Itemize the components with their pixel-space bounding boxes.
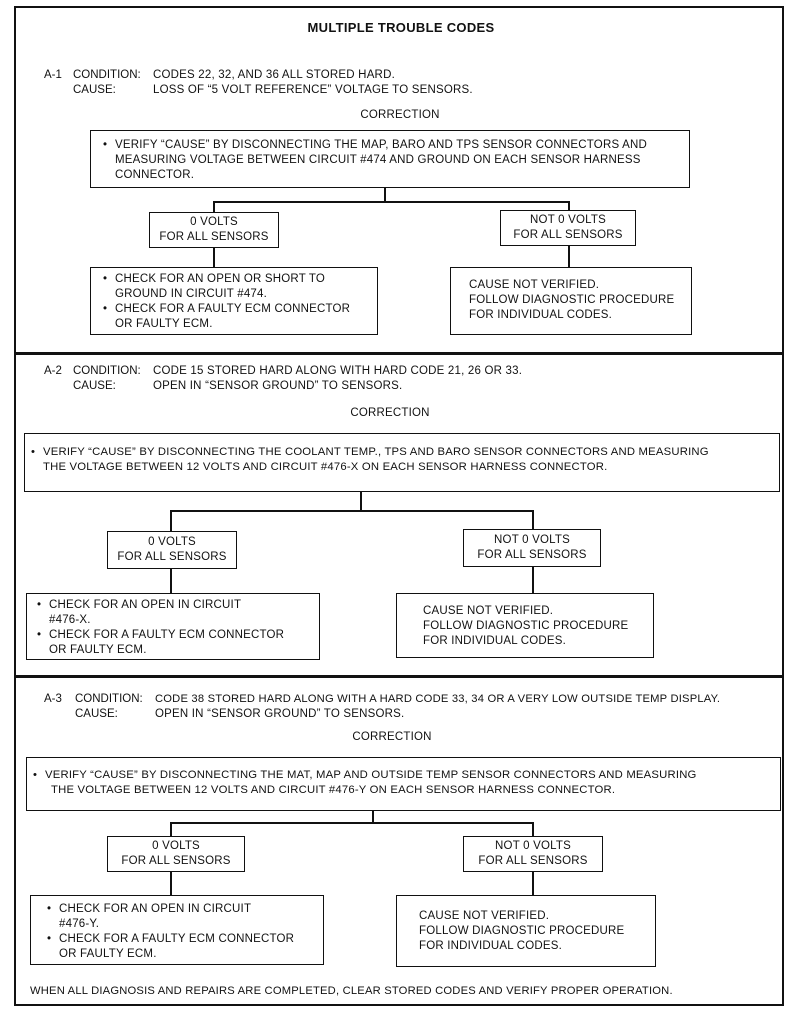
note-line: CAUSE NOT VERIFIED.	[469, 279, 600, 291]
zero-volts-box: 0 VOLTS FOR ALL SENSORS	[107, 531, 237, 569]
connector-line	[213, 201, 215, 213]
cause-label: CAUSE:	[75, 708, 118, 720]
check-box: CHECK FOR AN OPEN IN CIRCUIT #476-X. CHE…	[26, 593, 320, 660]
footer-note: WHEN ALL DIAGNOSIS AND REPAIRS ARE COMPL…	[30, 985, 673, 997]
note-line: FOR INDIVIDUAL CODES.	[423, 635, 567, 647]
cause-text: OPEN IN “SENSOR GROUND” TO SENSORS.	[155, 708, 405, 720]
verify-line: THE VOLTAGE BETWEEN 12 VOLTS AND CIRCUIT…	[51, 784, 616, 796]
connector-line	[360, 492, 362, 511]
section-id: A-2	[44, 365, 62, 377]
connector-line	[532, 567, 534, 593]
verify-box: VERIFY “CAUSE” BY DISCONNECTING THE MAT,…	[26, 757, 781, 811]
note-line: CAUSE NOT VERIFIED.	[419, 910, 550, 922]
note-line: FOLLOW DIAGNOSTIC PROCEDURE	[423, 620, 629, 632]
section-id: A-3	[44, 693, 62, 705]
connector-line	[372, 811, 374, 823]
correction-heading: CORRECTION	[352, 731, 432, 743]
not-zero-volts-box: NOT 0 VOLTS FOR ALL SENSORS	[500, 210, 636, 246]
note-line: FOLLOW DIAGNOSTIC PROCEDURE	[469, 294, 675, 306]
verify-line: VERIFY “CAUSE” BY DISCONNECTING THE COOL…	[29, 445, 775, 460]
check-item: CHECK FOR A FAULTY ECM CONNECTOR	[101, 302, 373, 317]
check-item: CHECK FOR A FAULTY ECM CONNECTOR	[35, 628, 315, 643]
connector-line	[170, 510, 533, 512]
check-item: OR FAULTY ECM.	[49, 644, 147, 656]
cause-text: OPEN IN “SENSOR GROUND” TO SENSORS.	[153, 380, 403, 392]
note-line: FOLLOW DIAGNOSTIC PROCEDURE	[419, 925, 625, 937]
cause-label: CAUSE:	[73, 380, 116, 392]
condition-text: CODE 15 STORED HARD ALONG WITH HARD CODE…	[153, 365, 523, 377]
branch-label: NOT 0 VOLTS	[530, 214, 606, 226]
note-line: CAUSE NOT VERIFIED.	[423, 605, 554, 617]
branch-label: 0 VOLTS	[148, 536, 196, 548]
condition-text: CODES 22, 32, AND 36 ALL STORED HARD.	[153, 69, 395, 81]
connector-line	[213, 201, 569, 203]
note-line: FOR INDIVIDUAL CODES.	[469, 309, 613, 321]
connector-line	[170, 569, 172, 593]
connector-line	[170, 822, 533, 824]
branch-label: 0 VOLTS	[190, 216, 238, 228]
check-item: OR FAULTY ECM.	[115, 318, 213, 330]
branch-label: NOT 0 VOLTS	[494, 534, 570, 546]
connector-line	[532, 510, 534, 529]
correction-heading: CORRECTION	[360, 109, 440, 121]
not-verified-box: CAUSE NOT VERIFIED. FOLLOW DIAGNOSTIC PR…	[450, 267, 692, 335]
check-box: CHECK FOR AN OPEN IN CIRCUIT #476-Y. CHE…	[30, 895, 324, 965]
branch-label: NOT 0 VOLTS	[495, 840, 571, 852]
condition-text: CODE 38 STORED HARD ALONG WITH A HARD CO…	[155, 693, 721, 705]
verify-line: VERIFY “CAUSE” BY DISCONNECTING THE MAT,…	[31, 768, 776, 783]
page-title: MULTIPLE TROUBLE CODES	[307, 20, 495, 35]
check-item: CHECK FOR AN OPEN IN CIRCUIT	[35, 598, 315, 613]
not-zero-volts-box: NOT 0 VOLTS FOR ALL SENSORS	[463, 529, 601, 567]
verify-box: VERIFY “CAUSE” BY DISCONNECTING THE COOL…	[24, 433, 780, 492]
connector-line	[213, 248, 215, 268]
check-item: CHECK FOR A FAULTY ECM CONNECTOR	[45, 932, 319, 947]
branch-label: FOR ALL SENSORS	[477, 549, 587, 561]
condition-label: CONDITION:	[73, 69, 141, 81]
section-divider	[15, 352, 783, 355]
check-item: CHECK FOR AN OPEN OR SHORT TO	[101, 272, 373, 287]
section-divider	[15, 675, 783, 678]
verify-line: THE VOLTAGE BETWEEN 12 VOLTS AND CIRCUIT…	[43, 461, 608, 473]
connector-line	[384, 188, 386, 202]
branch-label: FOR ALL SENSORS	[117, 551, 227, 563]
connector-line	[170, 510, 172, 531]
connector-line	[170, 872, 172, 895]
note-line: FOR INDIVIDUAL CODES.	[419, 940, 563, 952]
section-id: A-1	[44, 69, 62, 81]
branch-label: FOR ALL SENSORS	[121, 855, 231, 867]
connector-line	[568, 201, 570, 211]
cause-label: CAUSE:	[73, 84, 116, 96]
verify-line: MEASURING VOLTAGE BETWEEN CIRCUIT #474 A…	[115, 154, 641, 166]
verify-line: CONNECTOR.	[115, 169, 195, 181]
check-item: CHECK FOR AN OPEN IN CIRCUIT	[45, 902, 319, 917]
branch-label: FOR ALL SENSORS	[159, 231, 269, 243]
branch-label: FOR ALL SENSORS	[478, 855, 588, 867]
condition-label: CONDITION:	[73, 365, 141, 377]
correction-heading: CORRECTION	[350, 407, 430, 419]
check-item: OR FAULTY ECM.	[59, 948, 157, 960]
cause-text: LOSS OF “5 VOLT REFERENCE” VOLTAGE TO SE…	[153, 84, 473, 96]
branch-label: FOR ALL SENSORS	[513, 229, 623, 241]
check-box: CHECK FOR AN OPEN OR SHORT TO GROUND IN …	[90, 267, 378, 335]
condition-label: CONDITION:	[75, 693, 143, 705]
check-item: #476-X.	[49, 614, 91, 626]
connector-line	[170, 822, 172, 836]
connector-line	[532, 872, 534, 895]
connector-line	[568, 246, 570, 267]
check-item: #476-Y.	[59, 918, 100, 930]
check-item: GROUND IN CIRCUIT #474.	[115, 288, 267, 300]
page-frame	[14, 6, 784, 1006]
not-verified-box: CAUSE NOT VERIFIED. FOLLOW DIAGNOSTIC PR…	[396, 895, 656, 967]
zero-volts-box: 0 VOLTS FOR ALL SENSORS	[107, 836, 245, 872]
verify-box: VERIFY “CAUSE” BY DISCONNECTING THE MAP,…	[90, 130, 690, 188]
branch-label: 0 VOLTS	[152, 840, 200, 852]
not-zero-volts-box: NOT 0 VOLTS FOR ALL SENSORS	[463, 836, 603, 872]
zero-volts-box: 0 VOLTS FOR ALL SENSORS	[149, 212, 279, 248]
connector-line	[532, 822, 534, 836]
not-verified-box: CAUSE NOT VERIFIED. FOLLOW DIAGNOSTIC PR…	[396, 593, 654, 658]
verify-line: VERIFY “CAUSE” BY DISCONNECTING THE MAP,…	[101, 138, 683, 153]
